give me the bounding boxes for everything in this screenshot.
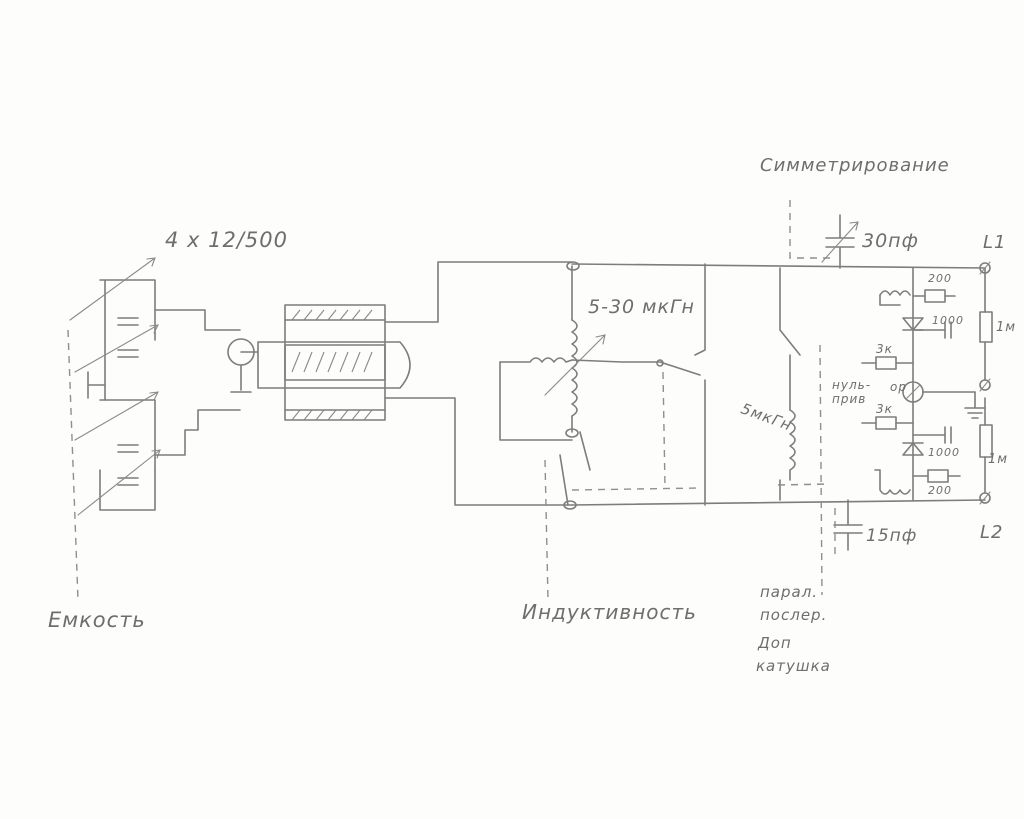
variable-inductor	[499, 263, 706, 601]
null-indicator-label-3: прив	[832, 392, 867, 406]
terminal-l2-label: L2	[980, 522, 1004, 543]
section-inductance-label: Индуктивность	[522, 600, 697, 624]
null-indicator-label-2: ор	[890, 380, 907, 394]
capacitor-bank-label: 4 x 12/500	[165, 228, 289, 252]
res-3k-top-label: 3к	[876, 342, 893, 356]
section-capacity-label: Емкость	[48, 608, 146, 632]
ferrite-transformer	[227, 261, 573, 506]
res-3k-bot-label: 3к	[876, 402, 893, 416]
terminal-l1-label: L1	[983, 232, 1007, 253]
res-200-bot-label: 200	[928, 484, 952, 497]
section-mode-label-3: Доп	[758, 634, 792, 652]
extra-coil	[777, 267, 831, 596]
rails	[563, 261, 986, 510]
section-mode-label-2: послер.	[760, 606, 828, 624]
sym-cap-label: 30пф	[862, 230, 919, 252]
res-200-top-label: 200	[928, 272, 952, 285]
cap-1000-top-label: 1000	[932, 314, 964, 327]
cap-low-label: 15пф	[866, 526, 918, 546]
trimmer-capacitors	[789, 200, 863, 560]
null-indicator-label-1: нуль-	[832, 378, 872, 392]
bridge-detector	[861, 261, 993, 505]
symmetry-label: Симметрирование	[760, 155, 950, 176]
res-1m-top-label: 1м	[996, 320, 1017, 335]
section-mode-label-4: катушка	[756, 657, 831, 675]
cap-1000-bot-label: 1000	[928, 446, 960, 459]
section-mode-label-1: парал.	[760, 583, 819, 601]
res-1m-bot-label: 1м	[988, 452, 1009, 467]
variable-capacitor-bank	[67, 257, 241, 601]
inductor-range-label: 5-30 мкГн	[588, 296, 695, 318]
